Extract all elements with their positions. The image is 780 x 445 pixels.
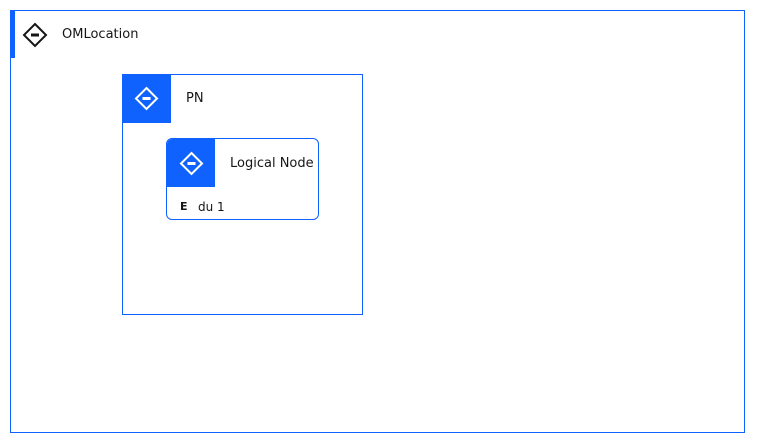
location-group[interactable] — [10, 10, 745, 433]
pn-label: PN — [186, 91, 204, 106]
logical-node-label: Logical Node — [230, 156, 314, 171]
location-icon — [22, 22, 48, 48]
logical-node-type-badge: E — [180, 200, 188, 213]
location-label: OMLocation — [62, 27, 139, 42]
pn-icon — [134, 86, 159, 111]
pn-icon-box — [122, 74, 171, 123]
logical-node-icon-box — [167, 139, 215, 187]
logical-node-icon — [179, 151, 204, 176]
logical-node-name: du 1 — [198, 200, 225, 214]
location-accent-bar — [10, 10, 15, 58]
logical-node-card[interactable]: Logical Node E du 1 — [166, 138, 319, 220]
